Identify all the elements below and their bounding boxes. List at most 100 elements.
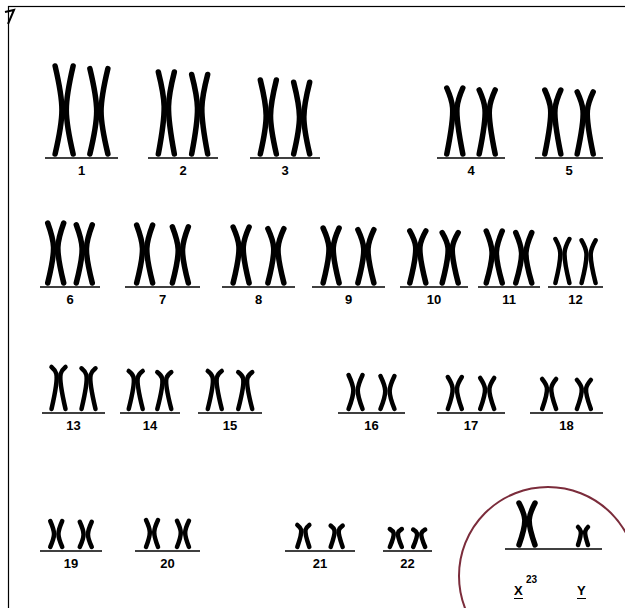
chromatid bbox=[58, 223, 64, 283]
chromatid bbox=[138, 371, 143, 409]
chromosome-number: 4 bbox=[467, 164, 474, 177]
chromosome-number: 22 bbox=[400, 557, 414, 570]
chromatid bbox=[390, 376, 395, 409]
chromosome-pair bbox=[198, 371, 262, 413]
chromatid bbox=[169, 72, 175, 154]
chromosome-number: 19 bbox=[64, 557, 78, 570]
pair-underline bbox=[40, 550, 102, 552]
chromatid bbox=[577, 92, 583, 154]
chromatid bbox=[247, 372, 252, 409]
chromatid bbox=[278, 229, 284, 283]
chromatid bbox=[333, 228, 339, 283]
chromosome-number: 2 bbox=[179, 164, 186, 177]
chromatid bbox=[90, 368, 95, 409]
chromosome-number: 18 bbox=[559, 419, 573, 432]
chromatid bbox=[586, 380, 591, 409]
chromatid bbox=[410, 231, 416, 283]
pair-underline bbox=[222, 286, 295, 288]
chromatid bbox=[183, 227, 189, 283]
chromosome-pair bbox=[400, 231, 468, 287]
chromatid bbox=[339, 526, 343, 547]
chromatid bbox=[88, 522, 92, 547]
chromosome-pair bbox=[40, 521, 102, 551]
chromatid bbox=[545, 90, 551, 154]
pair-underline bbox=[198, 412, 262, 414]
chromatid bbox=[323, 228, 329, 283]
chromatid bbox=[358, 230, 364, 283]
pair-underline bbox=[535, 157, 603, 159]
chromatid bbox=[457, 88, 463, 154]
chromatid bbox=[489, 90, 495, 154]
chromosome-number: 21 bbox=[313, 557, 327, 570]
chromatid bbox=[565, 239, 570, 283]
chromatid bbox=[585, 527, 588, 545]
chromatid bbox=[233, 227, 239, 283]
chromosome-pair bbox=[45, 66, 118, 158]
pair-underline bbox=[42, 412, 105, 414]
chromatid bbox=[489, 378, 494, 409]
chromatid bbox=[413, 530, 417, 547]
chromatid bbox=[137, 225, 143, 283]
pair-underline bbox=[148, 157, 218, 159]
pair-underline bbox=[437, 157, 505, 159]
chromatid bbox=[82, 368, 87, 409]
chromosome-pair bbox=[120, 371, 180, 413]
pair-underline bbox=[478, 286, 540, 288]
chromatid bbox=[202, 74, 208, 154]
chromatid bbox=[578, 527, 581, 545]
chromatid bbox=[86, 225, 92, 283]
chromatid bbox=[421, 530, 425, 547]
chromatid bbox=[101, 69, 108, 154]
pair-underline bbox=[120, 412, 180, 414]
chromatid bbox=[271, 80, 277, 154]
chromatid bbox=[217, 371, 222, 409]
sex-chromosome-label: X bbox=[514, 584, 523, 599]
chromosome-number: 3 bbox=[281, 164, 288, 177]
chromosome-pair bbox=[250, 80, 320, 158]
chromatid bbox=[516, 233, 522, 283]
chromatid bbox=[147, 225, 153, 283]
chromatid bbox=[90, 69, 97, 154]
chromatid bbox=[420, 231, 426, 283]
chromatid bbox=[526, 233, 532, 283]
pair-underline bbox=[312, 286, 385, 288]
chromosome-number: 17 bbox=[464, 419, 478, 432]
pair-underline bbox=[338, 412, 405, 414]
chromatid bbox=[154, 520, 158, 547]
chromatid bbox=[390, 529, 394, 547]
chromosome-number: 1 bbox=[78, 164, 85, 177]
chromatid bbox=[58, 521, 62, 547]
chromatid bbox=[577, 380, 582, 409]
pair-underline bbox=[383, 550, 432, 552]
pair-underline bbox=[505, 548, 602, 550]
pair-underline bbox=[125, 286, 200, 288]
chromatid bbox=[146, 520, 150, 547]
chromatid bbox=[177, 521, 181, 547]
chromatid bbox=[50, 521, 54, 547]
chromatid bbox=[398, 529, 402, 547]
chromatid bbox=[52, 367, 57, 409]
chromatid bbox=[208, 371, 213, 409]
chromosome-number: 9 bbox=[345, 293, 352, 306]
chromatid bbox=[582, 240, 587, 283]
chromosome-number: 16 bbox=[364, 419, 378, 432]
chromatid bbox=[358, 375, 363, 409]
chromosome-pair bbox=[548, 239, 603, 287]
chromosome-pair bbox=[42, 367, 105, 413]
chromatid bbox=[305, 525, 309, 547]
pair-underline bbox=[45, 157, 118, 159]
chromatid bbox=[555, 239, 560, 283]
chromatid bbox=[480, 378, 485, 409]
chromatid bbox=[587, 92, 593, 154]
chromatid bbox=[129, 371, 134, 409]
chromatid bbox=[442, 233, 448, 283]
pair-underline bbox=[548, 286, 603, 288]
circle-outline bbox=[459, 487, 625, 608]
chromatid bbox=[486, 231, 492, 283]
chromatid bbox=[80, 522, 84, 547]
chromatid bbox=[529, 503, 535, 545]
chromatid bbox=[452, 233, 458, 283]
chromosome-number: 5 bbox=[565, 164, 572, 177]
pair-underline bbox=[40, 286, 100, 288]
